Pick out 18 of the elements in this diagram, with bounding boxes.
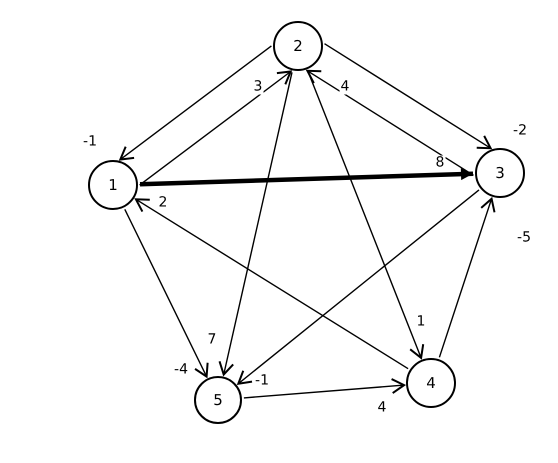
- arrow: [244, 378, 406, 399]
- arrow: [124, 209, 209, 378]
- arrow: [119, 45, 272, 160]
- edge-label: 3: [252, 80, 264, 94]
- arrow: [140, 168, 474, 186]
- node-circle: 1: [88, 160, 138, 210]
- arrow: [237, 189, 480, 385]
- arrow: [139, 70, 292, 186]
- arrow: [218, 72, 293, 376]
- arrow: [306, 70, 474, 176]
- node-circle: 3: [475, 148, 525, 198]
- node-circle: 4: [406, 358, 456, 408]
- arrow: [324, 43, 492, 150]
- arrow: [438, 198, 496, 358]
- arrow: [134, 198, 408, 370]
- node-circle: 2: [273, 21, 323, 71]
- edge-label: 4: [340, 80, 350, 94]
- node-circle: 5: [194, 376, 242, 424]
